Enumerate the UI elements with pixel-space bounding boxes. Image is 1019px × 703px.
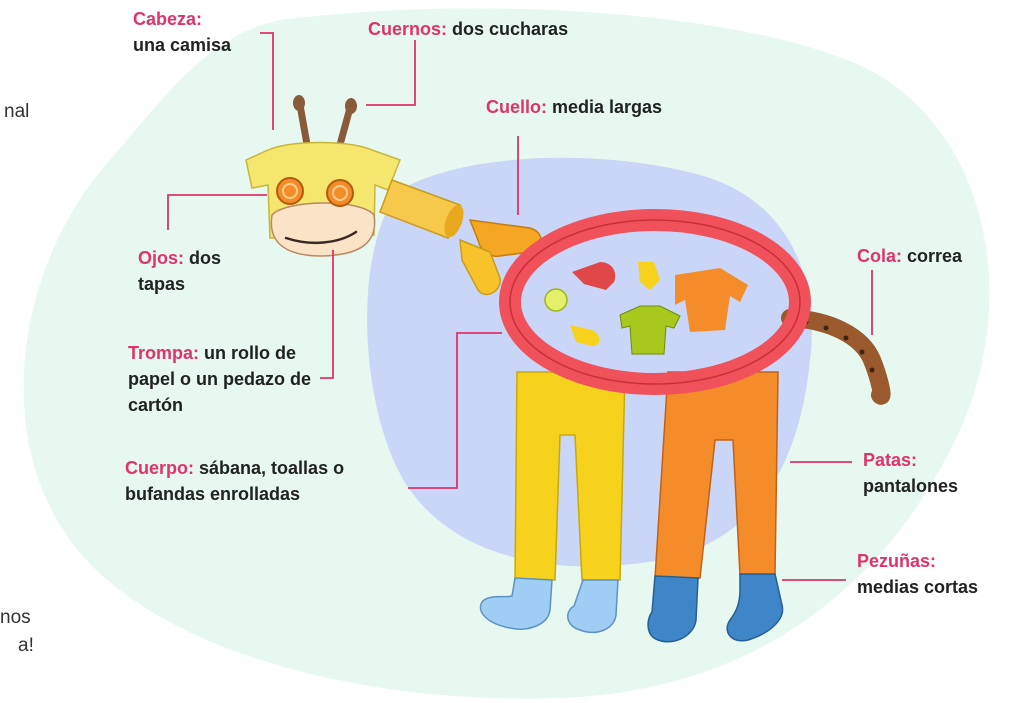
label-patas-desc: pantalones	[863, 476, 959, 496]
eye-cap-left	[276, 177, 304, 205]
label-pezunas: Pezuñas: medias cortas	[857, 548, 1012, 600]
label-cola: Cola: correa	[857, 243, 1007, 269]
eye-cap-right	[326, 179, 354, 207]
clipped-text-line-1: nal	[4, 101, 30, 122]
leader-ojos	[167, 194, 267, 230]
label-trompa-desc: un rollo de papel o un pedazo de cartón	[128, 343, 312, 415]
label-patas-term: Patas:	[863, 450, 918, 470]
label-cuerpo-term: Cuerpo:	[125, 458, 194, 478]
label-cuernos-term: Cuernos:	[368, 19, 448, 39]
label-cola-term: Cola:	[857, 246, 902, 266]
hoof-socks	[479, 573, 784, 643]
neck-socks	[459, 219, 542, 296]
label-patas: Patas: pantalones	[863, 447, 1003, 499]
leader-cuernos	[366, 40, 416, 106]
label-cabeza-desc: una camisa	[133, 35, 232, 55]
head-shirt	[245, 141, 401, 257]
leader-lines	[167, 32, 873, 581]
label-ojos: Ojos: dos tapas	[138, 245, 243, 297]
label-cabeza-term: Cabeza:	[133, 9, 203, 29]
label-cuernos-desc: dos cucharas	[452, 19, 569, 39]
label-pezunas-term: Pezuñas:	[857, 551, 937, 571]
label-cuerpo: Cuerpo: sábana, toallas o bufandas enrol…	[125, 455, 405, 507]
label-cuello-desc: media largas	[552, 97, 663, 117]
label-ojos-desc: dos tapas	[138, 248, 222, 294]
leader-cuerpo	[408, 332, 502, 489]
clipped-text-line-2: nos	[0, 607, 31, 628]
paper-roll	[379, 179, 464, 239]
leader-trompa	[320, 250, 334, 379]
label-cuerpo-desc: sábana, toallas o bufandas enrolladas	[125, 458, 345, 504]
label-ojos-term: Ojos:	[138, 248, 185, 268]
label-cabeza: Cabeza: una camisa	[133, 6, 263, 58]
body-ring	[499, 209, 811, 395]
leader-cabeza	[260, 32, 274, 130]
label-pezunas-desc: medias cortas	[857, 577, 979, 597]
clipped-text-line-3: a!	[18, 635, 34, 656]
label-cuello: Cuello: media largas	[486, 94, 716, 120]
label-cuernos: Cuernos: dos cucharas	[368, 16, 628, 42]
label-cuello-term: Cuello:	[486, 97, 547, 117]
label-trompa-term: Trompa:	[128, 343, 200, 363]
label-cola-desc: correa	[907, 246, 963, 266]
label-trompa: Trompa: un rollo de papel o un pedazo de…	[128, 340, 333, 418]
